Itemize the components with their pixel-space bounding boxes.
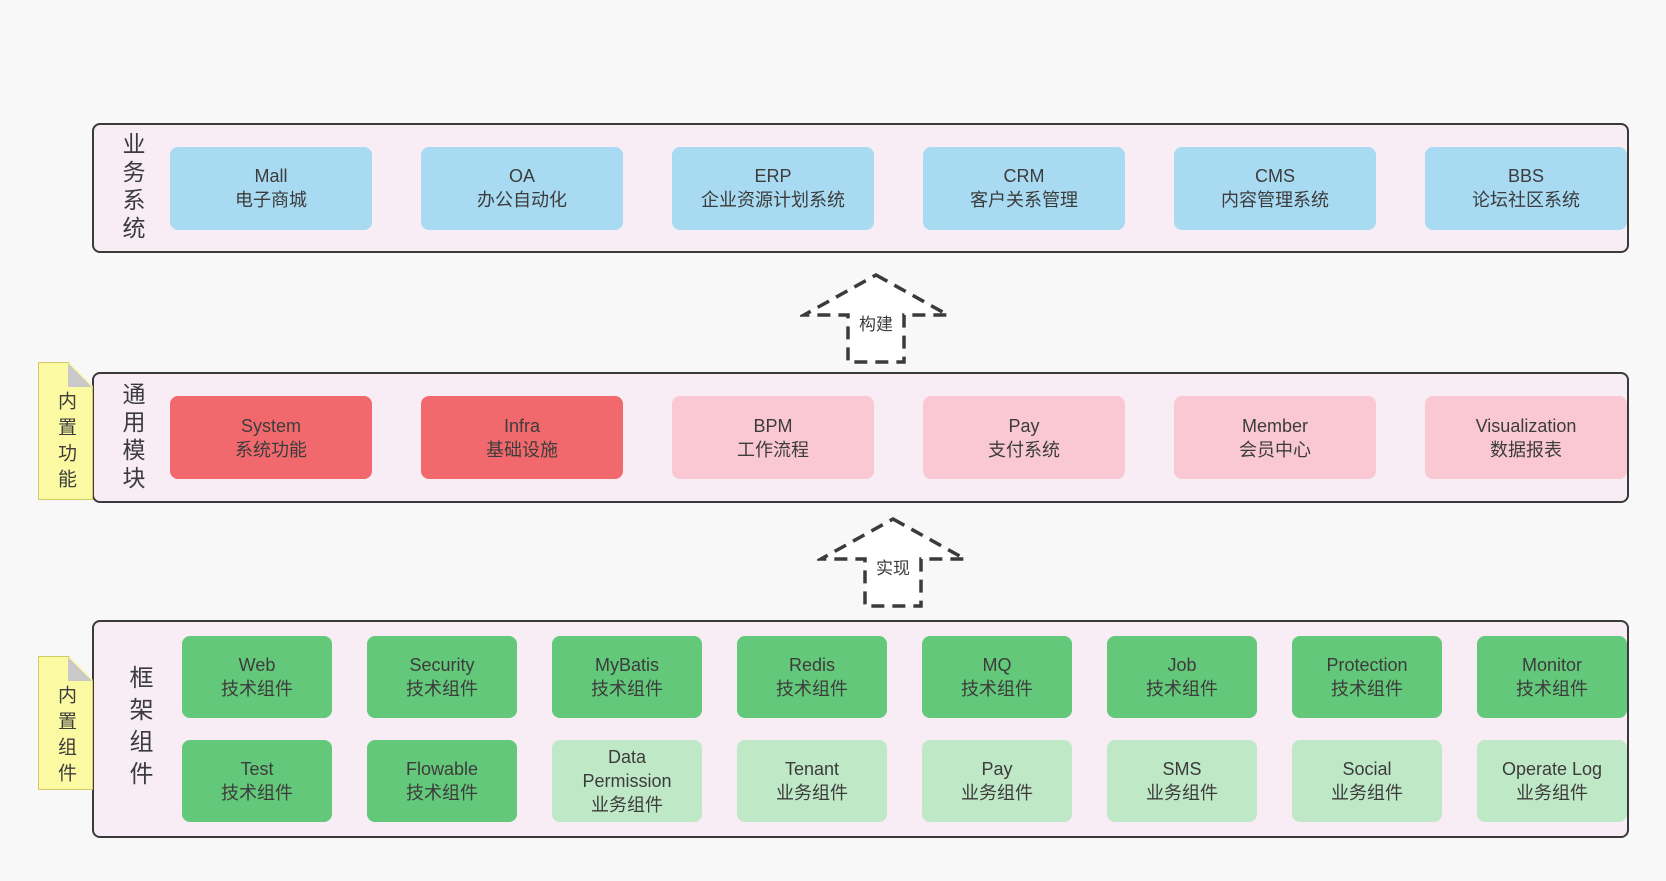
- modules-boxes-row: System 系统功能 Infra 基础设施 BPM 工作流程 Pay 支付系统…: [170, 396, 1627, 479]
- box-sms: SMS 业务组件: [1107, 740, 1257, 822]
- business-layer-panel: 业务系统 Mall 电子商城 OA 办公自动化 ERP 企业资源计划系统 CRM…: [92, 123, 1629, 253]
- box-mybatis: MyBatis 技术组件: [552, 636, 702, 718]
- note-built-in-components-label: 内置组件: [55, 685, 76, 789]
- arrow-up-outline: [817, 516, 969, 608]
- build-arrow-icon: 构建: [800, 272, 952, 364]
- note-built-in-components: 内置组件: [38, 656, 93, 790]
- box-cms: CMS 内容管理系统: [1174, 146, 1376, 230]
- business-layer-label: 业务系统: [119, 132, 145, 244]
- modules-layer-label: 通用模块: [119, 381, 145, 494]
- note-built-in-features: 内置功能: [38, 362, 93, 500]
- box-flowable: Flowable 技术组件: [367, 740, 517, 822]
- framework-row-2: Test 技术组件 Flowable 技术组件 Data Permission …: [182, 740, 1627, 822]
- box-pay-system: Pay 支付系统: [923, 396, 1125, 479]
- box-member: Member 会员中心: [1174, 396, 1376, 479]
- box-monitor: Monitor 技术组件: [1477, 636, 1627, 718]
- box-crm: CRM 客户关系管理: [923, 146, 1125, 230]
- box-bpm: BPM 工作流程: [672, 396, 874, 479]
- box-security: Security 技术组件: [367, 636, 517, 718]
- implement-arrow-label: 实现: [876, 559, 910, 578]
- box-system: System 系统功能: [170, 396, 372, 479]
- box-test: Test 技术组件: [182, 740, 332, 822]
- arrow-up-outline: [800, 272, 952, 364]
- box-job: Job 技术组件: [1107, 636, 1257, 718]
- box-mq: MQ 技术组件: [922, 636, 1072, 718]
- box-social: Social 业务组件: [1292, 740, 1442, 822]
- modules-layer-panel: 通用模块 System 系统功能 Infra 基础设施 BPM 工作流程 Pay…: [92, 372, 1629, 503]
- box-redis: Redis 技术组件: [737, 636, 887, 718]
- box-tenant: Tenant 业务组件: [737, 740, 887, 822]
- business-boxes-row: Mall 电子商城 OA 办公自动化 ERP 企业资源计划系统 CRM 客户关系…: [170, 146, 1627, 230]
- framework-boxes-grid: Web 技术组件 Security 技术组件 MyBatis 技术组件 Redi…: [182, 636, 1627, 822]
- box-operate-log: Operate Log 业务组件: [1477, 740, 1627, 822]
- build-arrow-label: 构建: [859, 315, 893, 334]
- box-bbs: BBS 论坛社区系统: [1425, 146, 1627, 230]
- framework-layer-panel: 框架组件 Web 技术组件 Security 技术组件 MyBatis 技术组件…: [92, 620, 1629, 838]
- box-protection: Protection 技术组件: [1292, 636, 1442, 718]
- box-data-permission: Data Permission 业务组件: [552, 740, 702, 822]
- box-infra: Infra 基础设施: [421, 396, 623, 479]
- box-pay-component: Pay 业务组件: [922, 740, 1072, 822]
- folded-corner-icon: [68, 657, 92, 681]
- box-mall: Mall 电子商城: [170, 146, 372, 230]
- framework-layer-label: 框架组件: [125, 665, 152, 793]
- framework-row-1: Web 技术组件 Security 技术组件 MyBatis 技术组件 Redi…: [182, 636, 1627, 718]
- note-built-in-features-label: 内置功能: [55, 391, 76, 495]
- box-visualization: Visualization 数据报表: [1425, 396, 1627, 479]
- box-web: Web 技术组件: [182, 636, 332, 718]
- implement-arrow-icon: 实现: [817, 516, 969, 608]
- box-erp: ERP 企业资源计划系统: [672, 146, 874, 230]
- box-oa: OA 办公自动化: [421, 146, 623, 230]
- folded-corner-icon: [68, 363, 92, 387]
